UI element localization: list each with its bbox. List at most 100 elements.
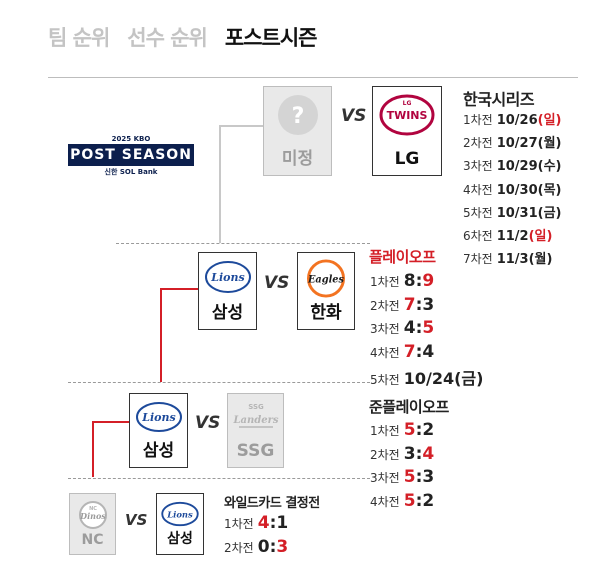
score-a: 0	[257, 536, 270, 557]
ssg-landers-logo-icon: SSG Landers	[233, 403, 279, 428]
team-card-hanwha[interactable]: Eagles 한화	[297, 252, 355, 330]
game-date: 11/3	[496, 252, 529, 268]
samsung-lions-logo-icon: Lions	[204, 261, 251, 293]
game-day: (수)	[537, 159, 562, 175]
lions-logo-text: Lions	[210, 271, 244, 284]
team-name: SSG	[236, 441, 275, 461]
question-mark-icon: ?	[277, 95, 318, 135]
game-day: (월)	[528, 252, 553, 268]
team-card-ssg[interactable]: SSG Landers SSG	[227, 393, 284, 468]
game-label: 1차전	[370, 275, 400, 289]
game-label: 4차전	[370, 345, 400, 360]
header-divider	[48, 77, 578, 78]
game-label: 4차전	[370, 494, 400, 509]
lions-logo-text: Lions	[166, 510, 193, 520]
team-card-samsung[interactable]: Lions 삼성	[129, 393, 188, 468]
game-label: 2차전	[463, 136, 493, 151]
bracket-line-ks-v	[219, 125, 221, 243]
score-a: 4	[403, 318, 416, 338]
game-label: 6차전	[463, 228, 493, 243]
postseason-logo: 2025 KBO POST SEASON 신한 SOL Bank	[68, 135, 194, 177]
team-card-samsung[interactable]: Lions 삼성	[198, 252, 257, 330]
team-name: 삼성	[211, 303, 244, 323]
game-label: 5차전	[463, 205, 493, 220]
postseason-logo-sponsor: 신한 SOL Bank	[104, 168, 158, 176]
team-name: 미정	[281, 149, 314, 169]
game-label: 7차전	[463, 252, 493, 267]
vs-label: VS	[195, 413, 221, 433]
score-b: 2	[422, 490, 435, 511]
team-card-undecided[interactable]: ? 미정	[263, 86, 332, 176]
round-divider	[116, 243, 370, 244]
game-day: (금)	[537, 205, 562, 221]
semi-playoff-title: 준플레이오프	[369, 398, 449, 416]
game-label: 2차전	[370, 447, 400, 462]
tab-postseason[interactable]: 포스트시즌	[224, 26, 318, 50]
score-b: 1	[276, 513, 289, 533]
score-a: 3	[403, 443, 416, 464]
korean-series-title: 한국시리즈	[463, 90, 535, 109]
game-date: 11/2	[496, 228, 529, 244]
game-date: 10/29	[496, 159, 538, 175]
game-label: 5차전	[370, 373, 400, 387]
hanwha-eagles-logo-icon: Eagles	[306, 259, 346, 298]
bracket-line-po-h	[160, 288, 198, 290]
tab-team-ranking[interactable]: 팀 순위	[48, 26, 110, 50]
ssg-logo-sub: SSG	[248, 403, 264, 411]
eagles-logo-text: Eagles	[307, 274, 344, 285]
team-name: 삼성	[167, 531, 193, 547]
game-label: 3차전	[370, 322, 400, 336]
postseason-logo-year: 2025 KBO	[111, 135, 151, 143]
team-name: NC	[81, 532, 104, 548]
tab-bar: 팀 순위 선수 순위 포스트시즌	[48, 22, 318, 52]
game-label: 3차전	[463, 159, 493, 174]
game-date: 10/24	[403, 369, 455, 388]
score-a: 8	[403, 271, 416, 291]
ssg-logo-text: Landers	[233, 415, 279, 426]
game-label: 4차전	[463, 182, 493, 197]
score-a: 7	[403, 294, 416, 315]
nc-dinos-logo-icon: NC Dinos	[78, 501, 107, 529]
nc-logo-sub: NC	[89, 506, 97, 512]
score-b: 3	[422, 467, 435, 487]
team-card-lg[interactable]: LG TWINS LG	[372, 86, 442, 176]
game-day: (월)	[537, 136, 562, 152]
vs-label: VS	[341, 106, 367, 126]
team-card-samsung[interactable]: Lions 삼성	[156, 493, 204, 555]
game-label: 3차전	[370, 471, 400, 485]
game-day: (목)	[537, 182, 562, 198]
team-name: 한화	[310, 303, 342, 323]
question-mark-glyph: ?	[291, 104, 304, 129]
vs-label: VS	[264, 273, 290, 293]
bracket-line-jpo-h	[92, 421, 129, 423]
game-label: 1차전	[463, 113, 493, 127]
samsung-lions-logo-icon: Lions	[161, 501, 199, 527]
bracket-line-jpo-v	[92, 421, 94, 477]
tab-player-ranking[interactable]: 선수 순위	[127, 26, 208, 50]
game-label: 1차전	[224, 517, 254, 531]
bracket-line-ks-h	[219, 125, 263, 127]
game-label: 2차전	[370, 298, 400, 313]
lg-logo-sub: LG	[403, 100, 412, 107]
game-date: 10/26	[496, 113, 538, 128]
score-b: 9	[422, 271, 435, 291]
team-card-nc[interactable]: NC Dinos NC	[69, 493, 116, 555]
lions-logo-text: Lions	[141, 411, 175, 424]
wildcard-title: 와일드카드 결정전	[224, 496, 320, 511]
